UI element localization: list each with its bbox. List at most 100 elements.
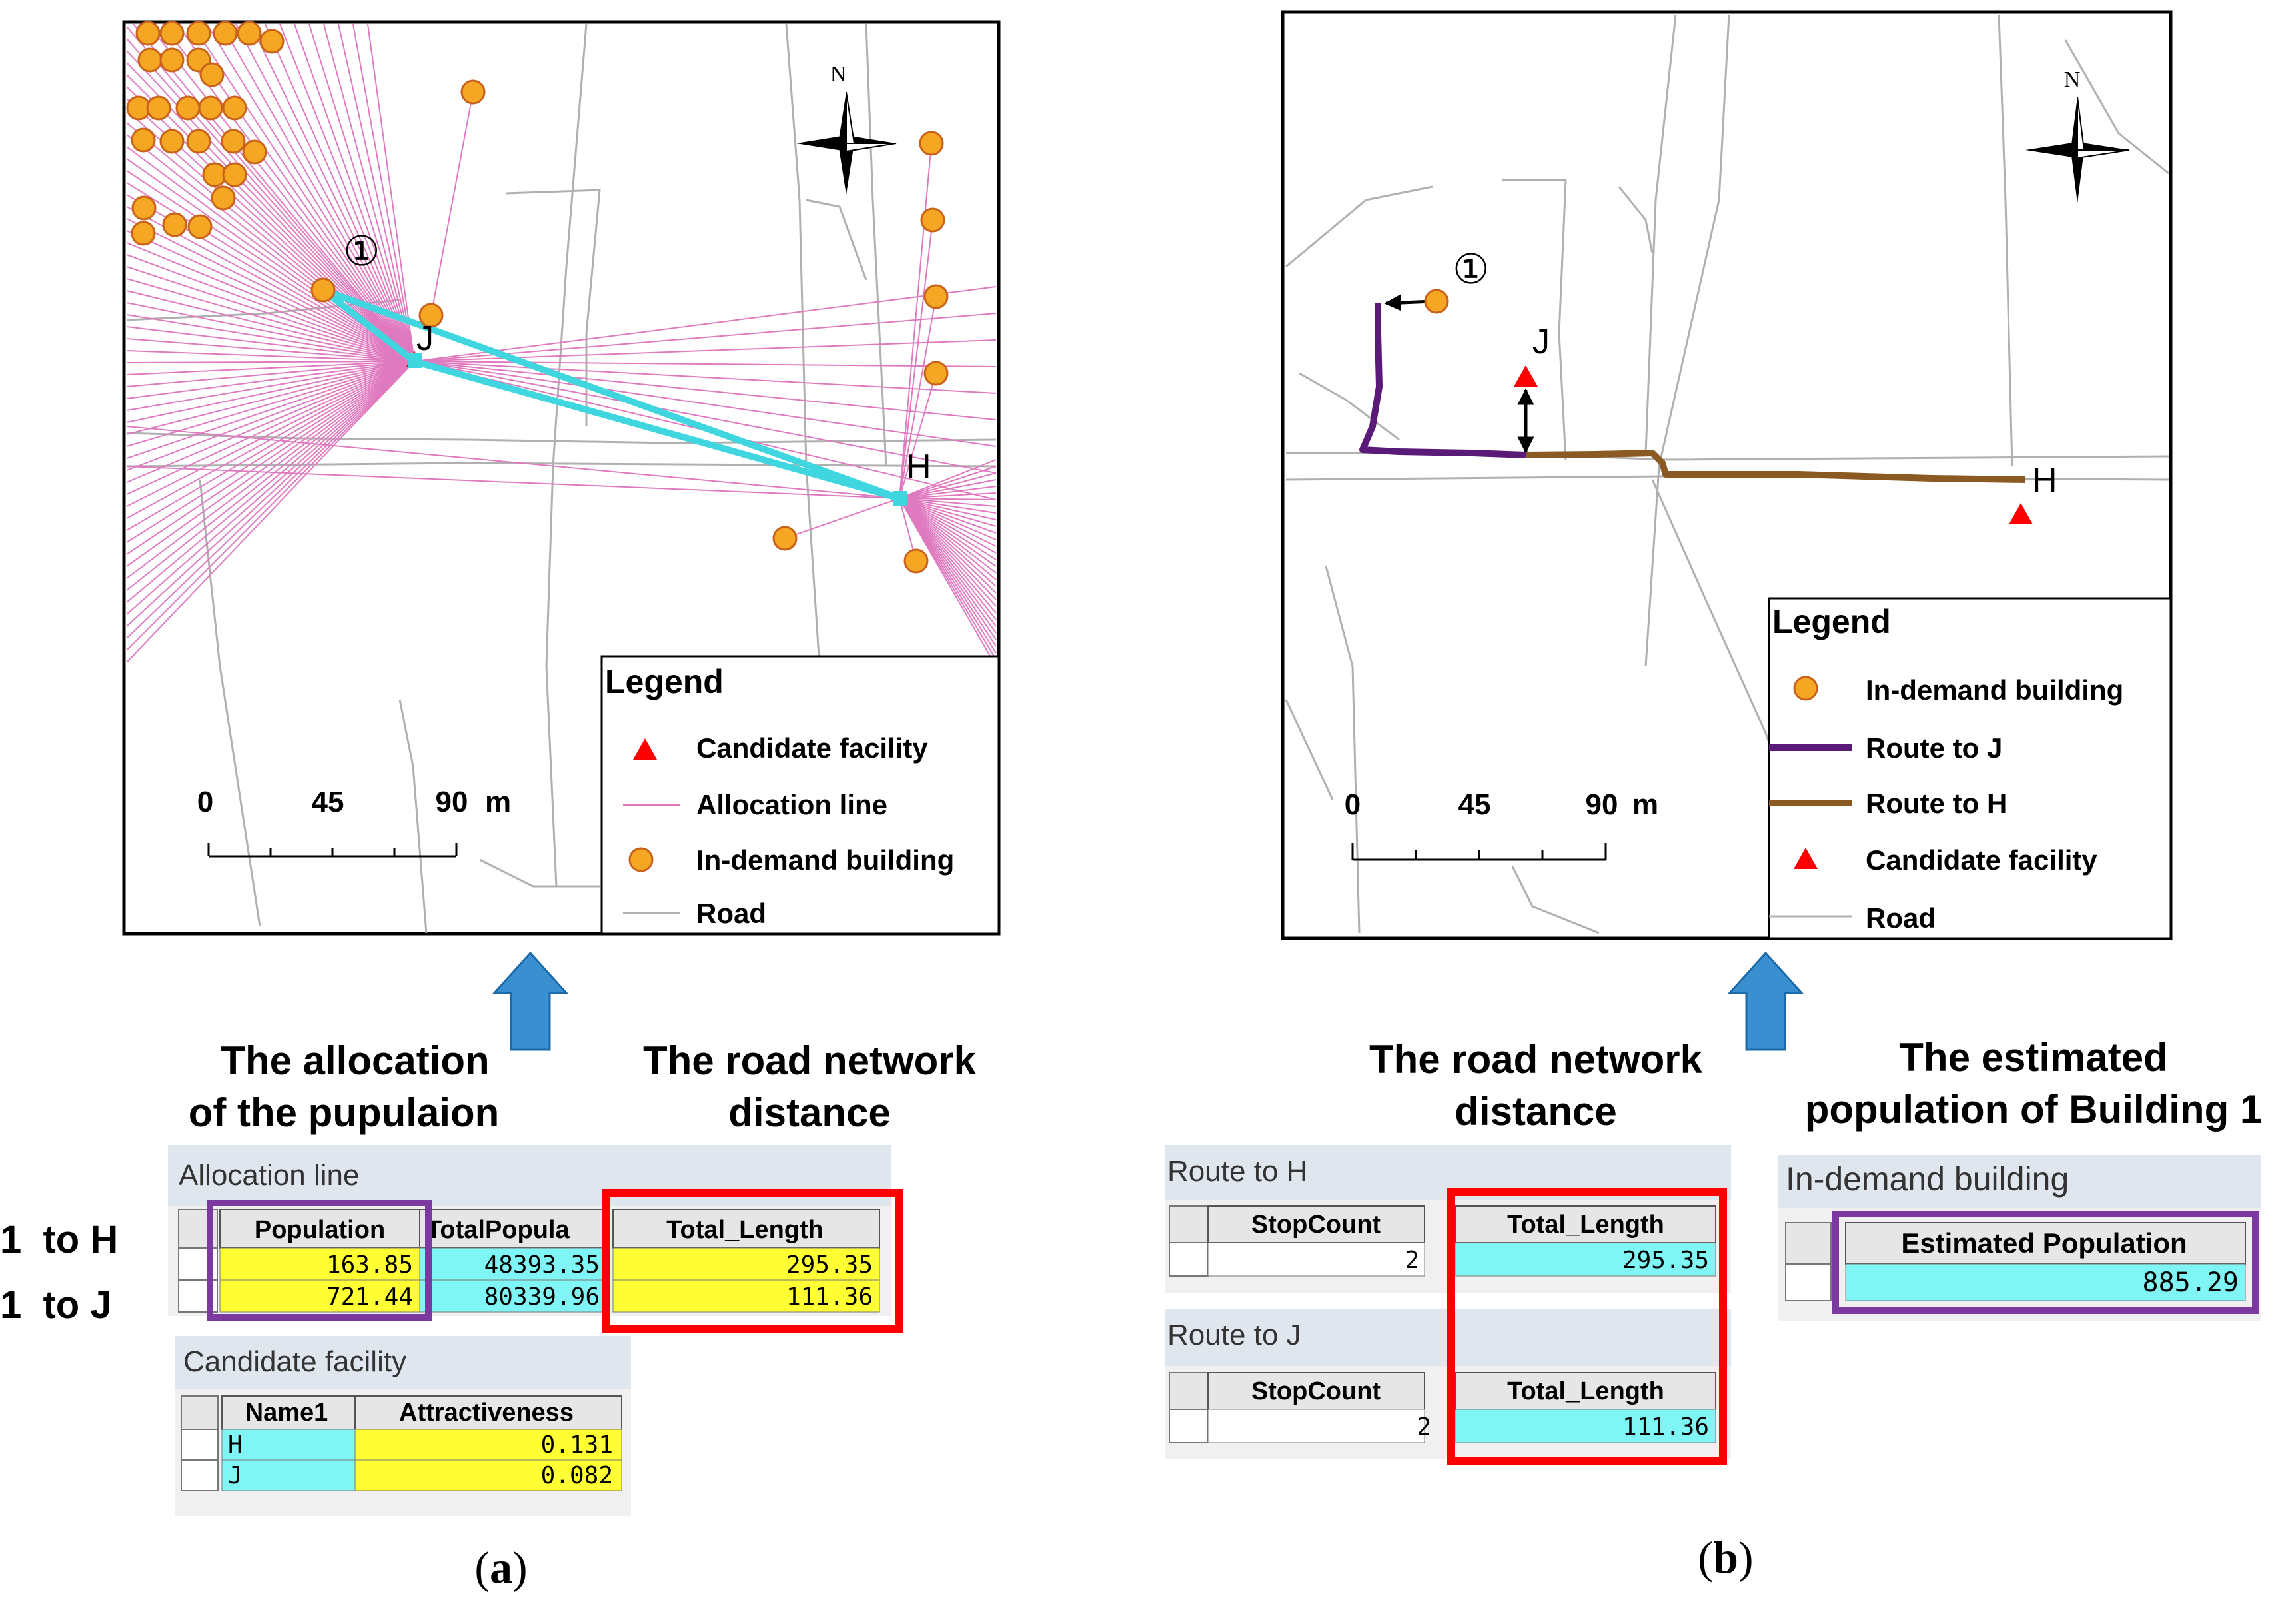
allocation-line [352, 23, 415, 362]
building-dot [242, 139, 267, 165]
allocation-line [126, 338, 415, 362]
allocation-line [126, 361, 415, 435]
allocation-line [126, 361, 415, 459]
legend-facility-icon-b [1794, 848, 1818, 869]
highlight-line-j-h [413, 358, 901, 502]
scale-unit-a: m [485, 786, 511, 818]
allocation-line [899, 143, 932, 499]
building-dot [772, 526, 798, 551]
allocation-line [126, 466, 900, 499]
allocation-line [126, 326, 415, 362]
building-col-estimated-population: Estimated Population [1901, 1227, 2187, 1259]
allocation-line [126, 361, 415, 411]
allocation-cell-r1-c2: 111.36 [786, 1283, 873, 1311]
allocation-line [308, 23, 415, 362]
allocation-cell-r1-c1: 80339.96 [484, 1283, 600, 1311]
route-to-j-line [1359, 303, 1526, 458]
building-dot [186, 21, 211, 46]
allocation-line [126, 361, 415, 543]
up-arrow-icon-a [492, 951, 569, 1051]
panel-a-allocation-lines [126, 23, 997, 667]
purple-highlight-estimated [1832, 1211, 2259, 1314]
highlight-line-to-j [320, 287, 417, 364]
route-to-h-line [1525, 450, 2026, 483]
allocation-line [126, 361, 415, 651]
allocation-line [899, 498, 997, 594]
allocation-line [899, 479, 997, 499]
legend-building-icon-a [628, 847, 654, 872]
allocation-line [294, 23, 415, 362]
allocation-line [126, 74, 415, 362]
allocation-line [899, 459, 997, 499]
allocation-line [126, 361, 415, 387]
legend-b: Legend In-demand building Route to J Rou… [1768, 597, 2172, 940]
route-j-table-title: Route to J [1167, 1319, 1301, 1351]
compass-icon-b: N [2025, 67, 2130, 203]
scale-tick-45-b: 45 [1458, 788, 1491, 821]
allocation-line [899, 498, 997, 574]
facility-col-name1: Name1 [245, 1399, 328, 1427]
allocation-cell-r1-c0: 721.44 [326, 1283, 413, 1311]
allocation-cell-r0-c1: 48393.35 [484, 1251, 600, 1279]
route-j-col-stopcount: StopCount [1251, 1377, 1381, 1405]
facility-table-title: Candidate facility [183, 1345, 406, 1378]
allocation-line [784, 498, 900, 539]
facility-cell-r0-c1: 0.131 [541, 1431, 613, 1459]
allocation-line [126, 361, 415, 639]
building-dot [221, 129, 246, 154]
building-dot [159, 47, 185, 73]
allocation-line [899, 498, 997, 554]
route-h-col-totallength: Total_Length [1507, 1211, 1664, 1239]
building-1-dot-b [1424, 289, 1449, 314]
facility-h-label-b: H [2032, 461, 2057, 500]
allocation-line [899, 498, 997, 527]
allocation-line [899, 498, 997, 614]
red-highlight-length-b [1447, 1188, 1727, 1465]
allocation-line [126, 50, 415, 362]
legend-item-b-4: Road [1866, 902, 1936, 934]
allocation-line [899, 498, 997, 547]
legend-item-a-1: Allocation line [696, 789, 887, 820]
building-dot [131, 221, 156, 246]
legend-item-b-2: Route to H [1866, 788, 2007, 819]
allocation-line [126, 230, 415, 362]
allocation-line [414, 286, 997, 362]
building-dot [159, 21, 185, 46]
compass-n-label-a: N [830, 62, 847, 87]
purple-highlight-population [207, 1200, 432, 1321]
facility-j-marker-b [1514, 365, 1538, 387]
route-j-cell-stopcount: 2 [1417, 1413, 1431, 1441]
legend-title-a: Legend [605, 663, 724, 700]
caption-a-open: ( [474, 1542, 490, 1593]
allocation-line [126, 361, 415, 363]
row-label-to-h: 1 to H [0, 1218, 118, 1261]
allocation-line [191, 23, 415, 362]
allocation-line [126, 266, 415, 362]
legend-facility-icon-a [633, 738, 657, 760]
facility-h-node [893, 491, 907, 506]
allocation-line [323, 23, 415, 362]
building-dot [903, 548, 929, 574]
building-dot [213, 21, 238, 46]
route-j-col-totallength: Total_Length [1507, 1377, 1664, 1405]
allocation-line [126, 361, 415, 567]
route-j-cell-totallength: 111.36 [1622, 1413, 1709, 1441]
allocation-line [126, 62, 415, 362]
building-dot [187, 214, 213, 239]
allocation-line [250, 23, 415, 362]
allocation-line [126, 278, 415, 362]
allocation-line [279, 23, 415, 362]
scale-tick-0-b: 0 [1345, 788, 1361, 821]
legend-a: Legend Candidate facility Allocation lin… [600, 655, 1000, 935]
allocation-line [899, 498, 997, 560]
scale-bar-a [207, 843, 458, 858]
allocation-line [367, 23, 415, 362]
building-dot [175, 95, 201, 121]
allocation-line [126, 361, 415, 663]
allocation-line [126, 361, 415, 531]
allocation-line [126, 350, 415, 362]
allocation-line [338, 23, 415, 362]
heading-distance-b-line2: distance [1454, 1089, 1616, 1134]
allocation-line [126, 361, 415, 375]
